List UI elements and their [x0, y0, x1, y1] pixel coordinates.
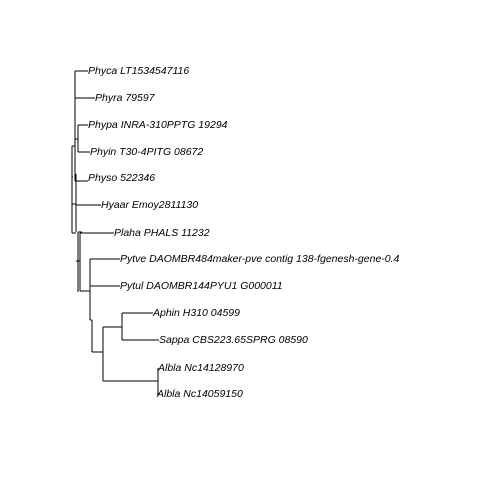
tip-label: Phyra 79597	[95, 92, 156, 104]
tip-label: Aphin H310 04599	[152, 307, 240, 319]
tip-label: Phypa INRA-310PPTG 19294	[88, 119, 228, 131]
tip-label: Phyca LT1534547116	[88, 65, 189, 77]
tip-labels: Phyca LT1534547116 Phyra 79597 Phypa INR…	[88, 65, 400, 400]
tip-label: Albla Nc14059150	[156, 388, 243, 400]
tip-label: Pytul DAOMBR144PYU1 G000011	[120, 280, 283, 292]
tip-label: Sappa CBS223.65SPRG 08590	[159, 334, 308, 346]
tip-label: Pytve DAOMBR484maker-pve contig 138-fgen…	[120, 253, 400, 265]
tip-label: Plaha PHALS 11232	[114, 227, 210, 239]
tip-label: Phyin T30-4PITG 08672	[90, 146, 203, 158]
tip-label: Physo 522346	[88, 172, 155, 184]
tree-branches	[71, 70, 159, 395]
tip-label: Hyaar Emoy2811130	[101, 199, 198, 211]
tip-label: Albla Nc14128970	[157, 362, 244, 374]
